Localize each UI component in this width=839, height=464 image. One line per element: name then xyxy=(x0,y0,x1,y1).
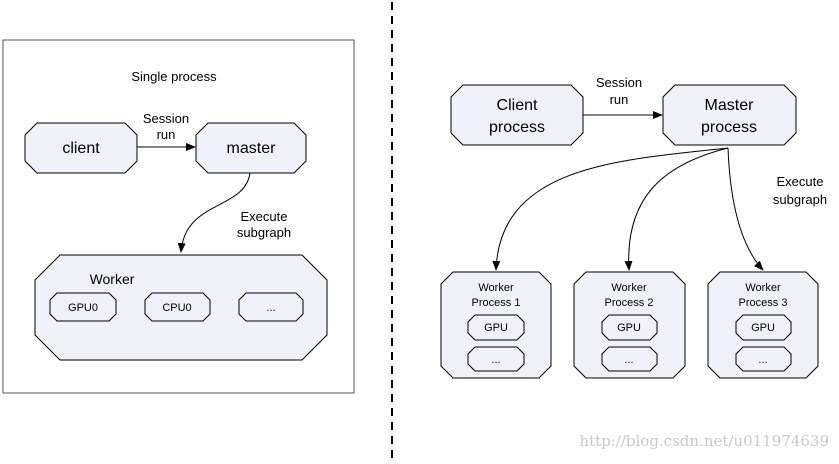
watermark: http://blog.csdn.net/u011974639 xyxy=(579,432,829,450)
device-gpu0-label: GPU0 xyxy=(68,302,98,314)
worker-process-3-more-label: ... xyxy=(758,354,767,366)
device-gpu0: GPU0 xyxy=(49,292,117,322)
worker-process-3: Worker Process 3 GPU ... xyxy=(707,271,819,379)
edge-to-worker-2 xyxy=(624,147,729,271)
worker-process-2-gpu-label: GPU xyxy=(617,322,641,334)
execute-subgraph-arrow xyxy=(177,172,251,253)
worker-process-1-more xyxy=(467,346,525,372)
worker-process-2: Worker Process 2 GPU ... xyxy=(573,271,686,379)
edge-to-worker-1 xyxy=(492,147,729,271)
client-label: client xyxy=(62,140,100,157)
session-label: Session xyxy=(143,111,189,126)
master-process-label-1: Master xyxy=(705,97,755,114)
distributed-run-label: run xyxy=(610,92,629,107)
edge-to-worker-3 xyxy=(727,147,764,271)
worker-process-2-gpu xyxy=(601,314,658,341)
distributed-subgraph-label: subgraph xyxy=(773,192,827,207)
worker-process-1: Worker Process 1 GPU ... xyxy=(440,271,552,379)
device-cpu0: CPU0 xyxy=(144,292,211,322)
subgraph-label: subgraph xyxy=(237,225,291,240)
worker-process-1-gpu-label: GPU xyxy=(484,322,508,334)
worker-process-2-label-1: Worker xyxy=(611,282,647,294)
client-process-label-2: process xyxy=(489,119,545,136)
worker-process-2-more xyxy=(601,346,658,372)
worker-process-3-label-2: Process 3 xyxy=(739,297,788,309)
worker-process-1-gpu xyxy=(467,314,525,341)
master-label: master xyxy=(227,140,277,157)
master-node xyxy=(195,122,307,174)
device-more-label: ... xyxy=(266,302,275,314)
execute-label: Execute xyxy=(241,209,288,224)
worker-process-3-gpu-label: GPU xyxy=(751,322,775,334)
worker-process-3-more xyxy=(735,346,792,372)
worker-process-1-label-1: Worker xyxy=(478,282,514,294)
client-process-label-1: Client xyxy=(497,97,538,114)
client-process-node xyxy=(450,84,584,146)
worker-process-1-label-2: Process 1 xyxy=(472,297,521,309)
worker-process-3-label-1: Worker xyxy=(745,282,781,294)
worker-process-2-more-label: ... xyxy=(624,354,633,366)
worker-process-3-gpu xyxy=(735,314,792,341)
device-cpu0-label: CPU0 xyxy=(162,302,191,314)
single-process-title: Single process xyxy=(131,69,217,84)
distributed-session-label: Session xyxy=(596,75,642,90)
worker-label: Worker xyxy=(90,271,135,287)
run-label: run xyxy=(157,127,176,142)
master-process-node xyxy=(662,84,797,146)
client-node xyxy=(24,122,138,174)
master-process-label-2: process xyxy=(701,119,757,136)
distributed-execute-label: Execute xyxy=(777,174,824,189)
worker-process-2-label-2: Process 2 xyxy=(605,297,654,309)
device-more: ... xyxy=(238,292,304,322)
worker-process-1-more-label: ... xyxy=(491,354,500,366)
